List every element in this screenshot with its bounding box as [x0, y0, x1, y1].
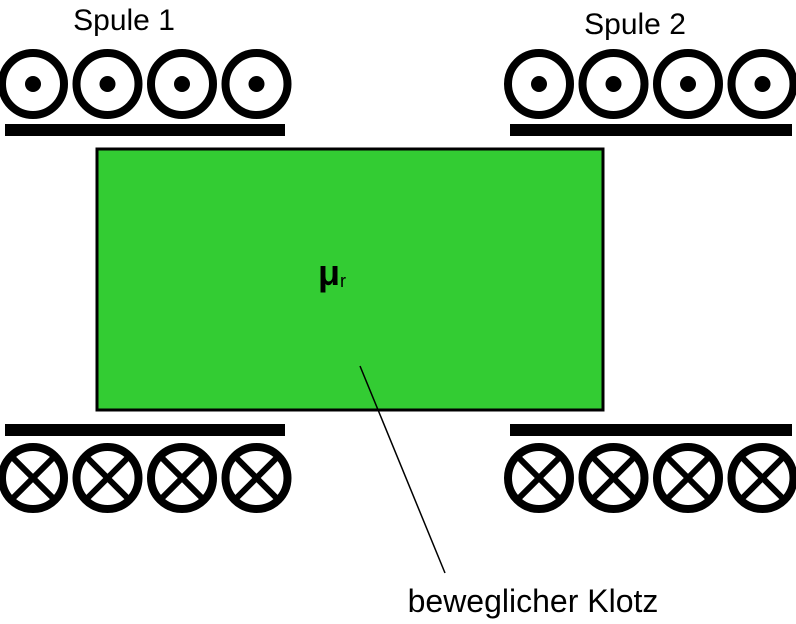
- movable-block: [95, 147, 605, 412]
- cross-in-circle-icon: [578, 443, 649, 513]
- dot-in-circle-icon: [727, 49, 796, 119]
- coil2-top-conductors: [504, 49, 796, 119]
- cross-in-circle-icon: [653, 443, 723, 513]
- dot-in-circle-icon: [578, 49, 649, 119]
- coil2-label: Spule 2: [584, 8, 686, 41]
- permeability-symbol: μr: [318, 252, 346, 293]
- cross-in-circle-icon: [0, 443, 68, 513]
- coil2-bottom-bar: [510, 424, 792, 436]
- dot-in-circle-icon: [0, 49, 68, 119]
- cross-in-circle-icon: [221, 443, 292, 513]
- coil1-top-conductors: [0, 49, 292, 119]
- block-label: beweglicher Klotz: [408, 583, 659, 619]
- cross-in-circle-icon: [72, 443, 143, 513]
- mu-glyph: μ: [318, 252, 340, 293]
- coil1-bottom-conductors: [0, 443, 292, 513]
- dot-in-circle-icon: [504, 49, 574, 119]
- coil1-label: Spule 1: [73, 4, 175, 37]
- coil2-top-bar: [510, 124, 792, 136]
- cross-in-circle-icon: [504, 443, 574, 513]
- label-pointer-line: [359, 365, 446, 574]
- cross-in-circle-icon: [147, 443, 217, 513]
- dot-in-circle-icon: [147, 49, 217, 119]
- dot-in-circle-icon: [221, 49, 292, 119]
- dot-in-circle-icon: [72, 49, 143, 119]
- coil1-top-bar: [5, 124, 285, 136]
- dot-in-circle-icon: [653, 49, 723, 119]
- coil1-bottom-bar: [5, 424, 285, 436]
- cross-in-circle-icon: [727, 443, 796, 513]
- mu-subscript: r: [340, 271, 346, 291]
- coil2-bottom-conductors: [504, 443, 796, 513]
